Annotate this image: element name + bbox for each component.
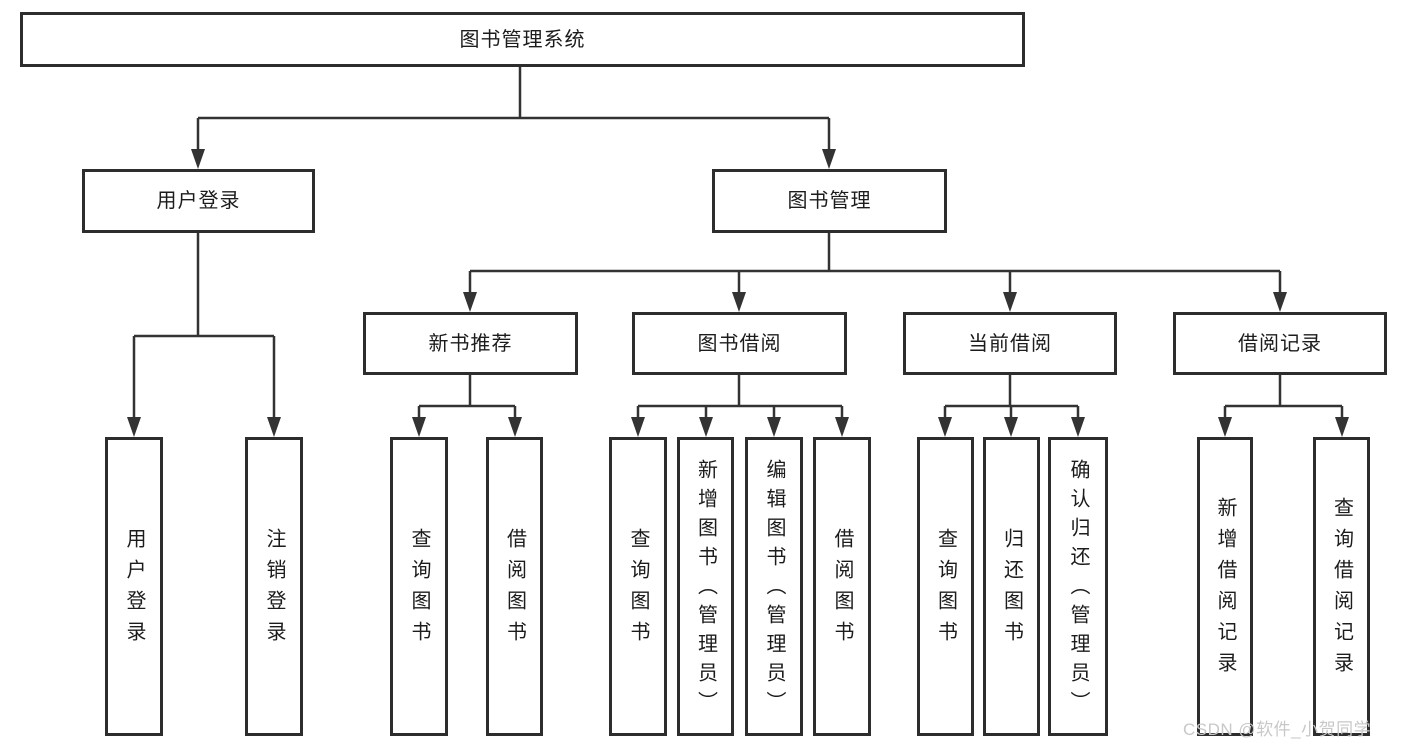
leaf-user-login: 用户登录 xyxy=(105,437,163,736)
leaf-query-books-recommend: 查询图书 xyxy=(390,437,448,736)
arrow-icon xyxy=(767,417,781,437)
leaf-add-borrow-record: 新增借阅记录 xyxy=(1197,437,1253,736)
arrow-icon xyxy=(1003,292,1017,312)
connector-current-borrowing-children xyxy=(943,375,1080,419)
connector-book-management-children xyxy=(468,233,1282,294)
arrow-icon xyxy=(1335,417,1349,437)
arrow-icon xyxy=(732,292,746,312)
node-book-management: 图书管理 xyxy=(712,169,947,233)
connector-user-login-children xyxy=(132,233,276,419)
arrow-icon xyxy=(463,292,477,312)
arrow-icon xyxy=(267,417,281,437)
node-borrowing-records: 借阅记录 xyxy=(1173,312,1387,375)
leaf-logout: 注销登录 xyxy=(245,437,303,736)
arrow-icon xyxy=(1004,417,1018,437)
node-library-management-system: 图书管理系统 xyxy=(20,12,1025,67)
node-current-borrowing: 当前借阅 xyxy=(903,312,1117,375)
arrow-icon xyxy=(508,417,522,437)
leaf-query-books-current: 查询图书 xyxy=(917,437,974,736)
leaf-edit-book-admin: 编辑图书（管理员） xyxy=(745,437,803,736)
arrow-icon xyxy=(412,417,426,437)
arrow-icon xyxy=(1273,292,1287,312)
watermark: CSDN @软件_小贺同学 xyxy=(1183,720,1372,739)
leaf-borrow-books-borrowing: 借阅图书 xyxy=(813,437,871,736)
arrow-icon xyxy=(631,417,645,437)
connector-book-borrowing-children xyxy=(636,375,844,419)
arrow-icon xyxy=(1218,417,1232,437)
arrow-icon xyxy=(835,417,849,437)
leaf-borrow-books-recommend: 借阅图书 xyxy=(486,437,543,736)
node-new-book-recommendation: 新书推荐 xyxy=(363,312,578,375)
arrow-icon xyxy=(191,149,205,169)
arrowheads xyxy=(127,149,1349,437)
arrow-icon xyxy=(822,149,836,169)
leaf-query-borrow-record: 查询借阅记录 xyxy=(1313,437,1370,736)
leaf-add-book-admin: 新增图书（管理员） xyxy=(677,437,734,736)
leaf-confirm-return-admin: 确认归还（管理员） xyxy=(1048,437,1108,736)
arrow-icon xyxy=(1071,417,1085,437)
node-book-borrowing: 图书借阅 xyxy=(632,312,847,375)
node-user-login: 用户登录 xyxy=(82,169,315,233)
arrow-icon xyxy=(938,417,952,437)
connector-new-book-children xyxy=(417,375,517,419)
arrow-icon xyxy=(699,417,713,437)
connector-borrowing-records-children xyxy=(1223,375,1344,419)
connector-root-to-level2 xyxy=(196,66,831,151)
arrow-icon xyxy=(127,417,141,437)
leaf-query-books-borrowing: 查询图书 xyxy=(609,437,667,736)
leaf-return-book: 归还图书 xyxy=(983,437,1040,736)
